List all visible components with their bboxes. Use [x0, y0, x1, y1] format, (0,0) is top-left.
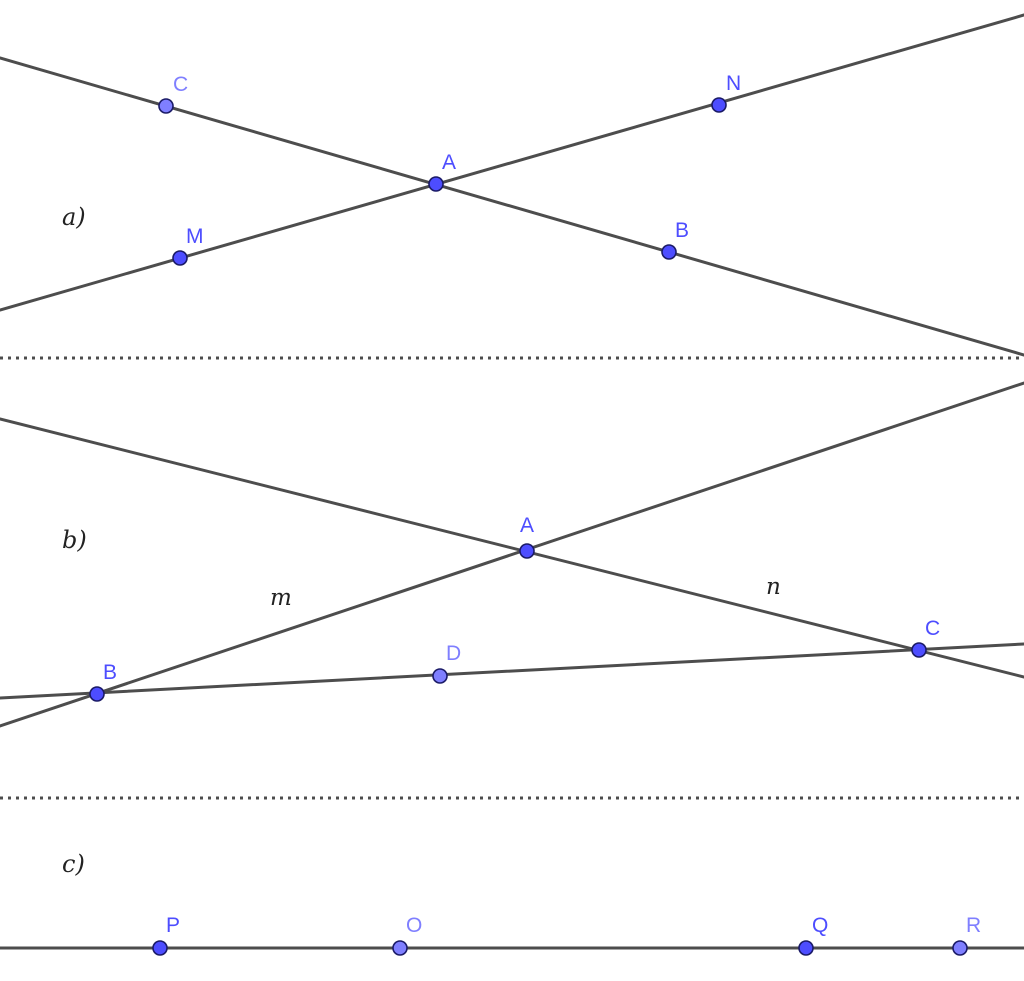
point-label-b-b: B	[103, 661, 117, 684]
point-label-a-m: M	[186, 225, 204, 248]
point-b-a[interactable]	[519, 543, 535, 559]
point-label-a-b: B	[675, 219, 689, 242]
point-a-b[interactable]	[661, 244, 677, 260]
point-label-b-d: D	[446, 642, 461, 665]
point-a-m[interactable]	[172, 250, 188, 266]
line-label-n: n	[766, 574, 781, 600]
section-label-a: a)	[62, 203, 86, 231]
point-label-b-c: C	[925, 617, 940, 640]
line-bc	[0, 642, 1024, 700]
point-b-d[interactable]	[432, 668, 448, 684]
point-label-c-r: R	[966, 914, 981, 937]
point-label-a-a: A	[442, 151, 456, 174]
point-label-c-o: O	[406, 914, 422, 937]
point-label-c-q: Q	[812, 914, 828, 937]
section-label-b: b)	[62, 526, 87, 554]
line-n	[0, 417, 1024, 679]
section-label-c: c)	[62, 850, 85, 878]
point-c-r[interactable]	[952, 940, 968, 956]
point-a-a[interactable]	[428, 176, 444, 192]
line-m	[0, 381, 1024, 728]
point-label-a-c: C	[173, 73, 188, 96]
point-label-b-a: A	[520, 514, 534, 537]
point-c-o[interactable]	[392, 940, 408, 956]
point-a-n[interactable]	[711, 97, 727, 113]
line-mn	[0, 13, 1024, 312]
point-b-b[interactable]	[89, 686, 105, 702]
line-label-m: m	[270, 585, 292, 611]
point-b-c[interactable]	[911, 642, 927, 658]
point-a-c[interactable]	[158, 98, 174, 114]
line-ca	[0, 56, 1024, 357]
point-c-q[interactable]	[798, 940, 814, 956]
point-c-p[interactable]	[152, 940, 168, 956]
point-label-c-p: P	[166, 914, 180, 937]
point-label-a-n: N	[726, 72, 741, 95]
